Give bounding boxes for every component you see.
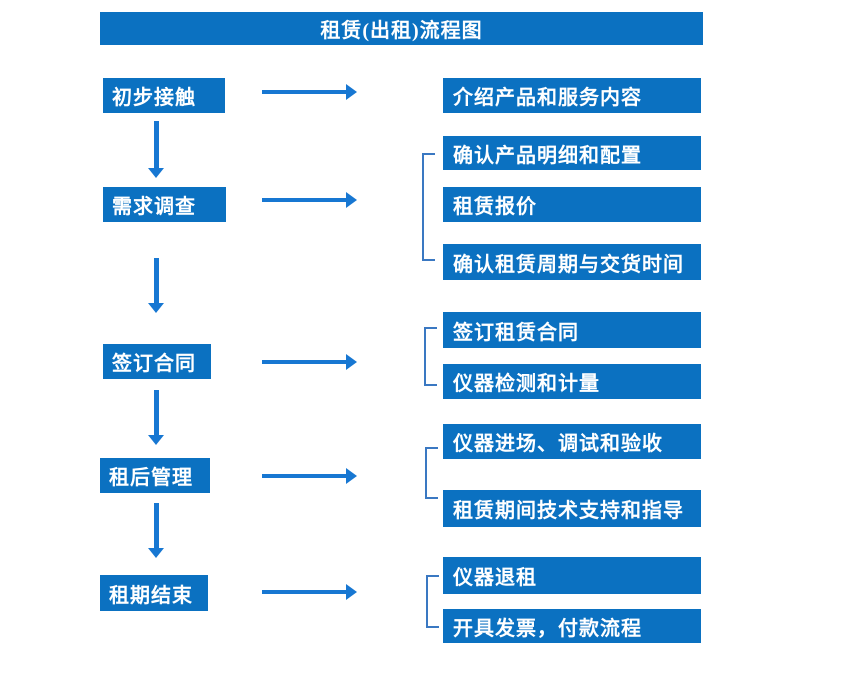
down-arrow-2 [148, 258, 164, 313]
right-arrow-4 [262, 468, 357, 484]
diagram-title: 租赁(出租)流程图 [100, 12, 703, 45]
output-box-instrument-testing: 仪器检测和计量 [443, 364, 701, 399]
arrow-head [148, 303, 164, 313]
down-arrow-3 [148, 390, 164, 445]
bracket-connector-1 [422, 153, 435, 261]
output-box-rental-quotation: 租赁报价 [443, 187, 701, 222]
bracket-connector-4 [426, 575, 439, 628]
output-box-tech-support: 租赁期间技术支持和指导 [443, 490, 701, 527]
output-box-confirm-period: 确认租赁周期与交货时间 [443, 244, 701, 280]
output-box-confirm-details: 确认产品明细和配置 [443, 136, 701, 170]
stage-box-rental-end: 租期结束 [100, 575, 208, 611]
bracket-connector-3 [425, 447, 438, 499]
arrow-head [148, 435, 164, 445]
arrow-head [346, 192, 357, 208]
bracket-connector-2 [424, 327, 437, 386]
stage-box-demand-survey: 需求调查 [103, 187, 226, 222]
output-box-introduce-products: 介绍产品和服务内容 [443, 78, 701, 113]
output-box-instrument-return: 仪器退租 [443, 557, 701, 594]
arrow-head [346, 84, 357, 100]
arrow-head [346, 354, 357, 370]
stage-box-sign-contract: 签订合同 [103, 344, 211, 379]
arrow-shaft [262, 90, 346, 94]
down-arrow-1 [148, 121, 164, 178]
arrow-shaft [262, 198, 346, 202]
output-box-instrument-setup: 仪器进场、调试和验收 [443, 424, 701, 459]
down-arrow-4 [148, 503, 164, 558]
arrow-shaft [153, 390, 159, 435]
stage-box-initial-contact: 初步接触 [103, 78, 225, 113]
arrow-head [346, 468, 357, 484]
arrow-shaft [262, 360, 346, 364]
arrow-shaft [153, 121, 159, 168]
output-box-sign-rental-contract: 签订租赁合同 [443, 312, 701, 348]
right-arrow-1 [262, 84, 357, 100]
arrow-shaft [153, 258, 159, 303]
arrow-shaft [262, 474, 346, 478]
right-arrow-5 [262, 584, 357, 600]
arrow-shaft [262, 590, 346, 594]
stage-box-post-rental: 租后管理 [100, 458, 210, 493]
arrow-head [346, 584, 357, 600]
right-arrow-3 [262, 354, 357, 370]
arrow-shaft [153, 503, 159, 548]
arrow-head [148, 168, 164, 178]
right-arrow-2 [262, 192, 357, 208]
output-box-invoice-payment: 开具发票，付款流程 [443, 609, 701, 643]
arrow-head [148, 548, 164, 558]
